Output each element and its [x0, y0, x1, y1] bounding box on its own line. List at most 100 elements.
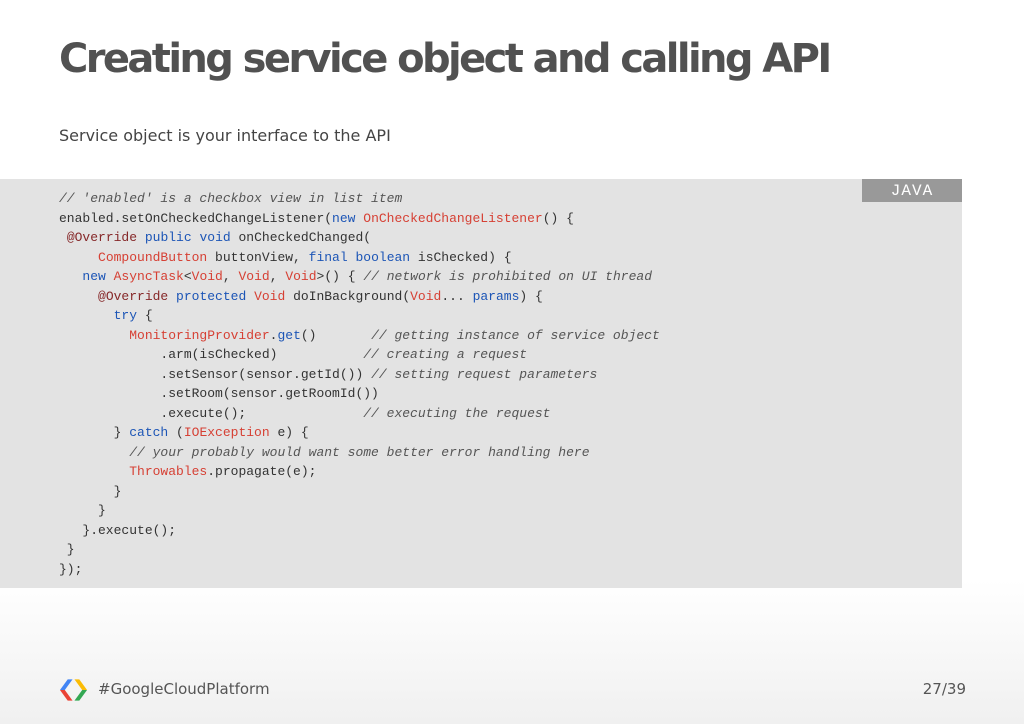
code-token-plain: [59, 230, 67, 245]
code-token-type: OnCheckedChangeListener: [363, 210, 543, 226]
code-token-keyword: new: [332, 210, 356, 226]
code-token-keyword: protected: [176, 288, 247, 304]
code-token-type: AsyncTask: [113, 269, 184, 284]
code-line: .execute(); // executing the request: [59, 406, 550, 421]
code-token-plain: [59, 269, 82, 284]
code-line: try {: [59, 308, 153, 323]
language-badge: JAVA: [862, 179, 962, 202]
code-token-plain: [59, 289, 98, 304]
code-token-comment: // executing the request: [363, 405, 551, 421]
code-token-comment: // getting instance of service object: [371, 327, 660, 343]
code-token-annotation: @Override: [98, 288, 169, 304]
code-token-plain: doInBackground(: [285, 288, 411, 304]
code-line: new AsyncTask<Void, Void, Void>() { // n…: [59, 269, 652, 284]
code-token-plain: .: [269, 327, 278, 343]
code-token-comment: // creating a request: [363, 347, 528, 362]
code-token-plain: [168, 289, 176, 304]
code-token-plain: }: [59, 483, 122, 499]
page-number: 27/39: [922, 680, 966, 698]
code-line: @Override public void onCheckedChanged(: [59, 230, 371, 245]
code-token-plain: [59, 250, 98, 265]
code-token-comment: // 'enabled' is a checkbox view in list …: [59, 191, 403, 206]
code-line: .setRoom(sensor.getRoomId()): [59, 386, 379, 401]
code-token-keyword: boolean: [355, 249, 411, 265]
code-token-plain: ,: [222, 269, 239, 284]
code-token-plain: (): [300, 327, 372, 343]
code-line: } catch (IOException e) {: [59, 425, 309, 440]
code-token-plain: });: [59, 561, 83, 577]
code-token-plain: onCheckedChanged(: [230, 230, 372, 245]
code-token-plain: () {: [542, 210, 574, 226]
code-line: .arm(isChecked) // creating a request: [59, 347, 527, 362]
code-token-plain: }: [59, 425, 130, 440]
code-token-plain: ) {: [519, 288, 543, 304]
code-line: MonitoringProvider.get() // getting inst…: [59, 328, 660, 343]
code-token-plain: .arm(isChecked): [59, 347, 364, 362]
code-line: // your probably would want some better …: [59, 444, 590, 460]
code-token-plain: .setRoom(sensor.getRoomId()): [59, 386, 379, 401]
slide-title: Creating service object and calling API: [59, 36, 832, 82]
code-line: }.execute();: [59, 523, 176, 538]
code-token-plain: ...: [441, 288, 473, 304]
code-token-type: Void: [238, 269, 270, 284]
code-token-keyword: catch: [129, 425, 169, 440]
code-token-plain: isChecked) {: [410, 249, 512, 265]
logo-chevron-bottom-left: [59, 690, 73, 701]
code-token-plain: .execute();: [59, 405, 364, 421]
code-token-plain: <: [183, 269, 192, 284]
logo-chevron-top-left: [59, 679, 73, 690]
code-line: });: [59, 562, 82, 577]
code-token-plain: e) {: [269, 425, 309, 440]
logo-chevron-bottom-right: [74, 690, 88, 701]
code-token-plain: }.execute();: [59, 522, 177, 538]
code-line: }: [59, 483, 122, 499]
code-line: .setSensor(sensor.getId()) // setting re…: [59, 367, 597, 382]
code-token-plain: [59, 445, 129, 460]
code-listing: // 'enabled' is a checkbox view in list …: [59, 189, 660, 579]
code-token-plain: [59, 328, 129, 343]
code-token-annotation: @Override: [66, 230, 138, 245]
code-token-keyword: get: [277, 327, 301, 343]
code-line: Throwables.propagate(e);: [59, 464, 316, 479]
code-line: CompoundButton buttonView, final boolean…: [59, 250, 512, 265]
code-token-plain: [59, 464, 129, 479]
code-token-plain: }: [59, 503, 106, 518]
logo-chevron-top-right: [74, 679, 88, 690]
code-token-type: MonitoringProvider: [129, 327, 270, 343]
code-token-type: Void: [254, 288, 286, 304]
code-line: }: [59, 503, 106, 518]
code-token-type: CompoundButton: [98, 249, 208, 265]
code-token-keyword: new: [82, 269, 106, 284]
code-token-comment: // setting request parameters: [371, 366, 598, 382]
code-token-plain: .setSensor(sensor.getId()): [59, 366, 372, 382]
code-token-plain: [106, 269, 114, 284]
code-token-plain: .propagate(e);: [207, 464, 317, 479]
code-token-keyword: try: [113, 308, 138, 323]
code-token-comment: // your probably would want some better …: [129, 444, 590, 460]
code-token-plain: buttonView,: [207, 249, 309, 265]
code-token-type: Void: [410, 288, 442, 304]
code-token-plain: }: [59, 542, 75, 557]
code-token-plain: [59, 308, 114, 323]
code-token-keyword: params: [472, 288, 520, 304]
code-token-plain: ,: [269, 269, 286, 284]
code-token-plain: [137, 230, 145, 245]
code-line: }: [59, 542, 75, 557]
code-line: enabled.setOnCheckedChangeListener(new O…: [59, 211, 574, 226]
code-token-type: Void: [191, 269, 223, 284]
code-token-plain: enabled.setOnCheckedChangeListener(: [59, 210, 333, 226]
code-token-plain: [246, 289, 254, 304]
code-token-keyword: void: [199, 230, 231, 245]
code-token-type: IOException: [183, 425, 270, 440]
code-block: [0, 179, 962, 588]
footer-hashtag: #GoogleCloudPlatform: [98, 680, 270, 698]
code-token-plain: {: [137, 308, 153, 323]
google-cloud-platform-logo-icon: [59, 679, 88, 701]
code-token-comment: // network is prohibited on UI thread: [363, 269, 652, 284]
code-token-keyword: final: [308, 249, 348, 265]
code-token-plain: (: [168, 425, 184, 440]
code-line: // 'enabled' is a checkbox view in list …: [59, 191, 402, 206]
code-token-type: Throwables: [129, 464, 208, 479]
code-token-keyword: public: [144, 230, 192, 245]
code-line: @Override protected Void doInBackground(…: [59, 289, 543, 304]
